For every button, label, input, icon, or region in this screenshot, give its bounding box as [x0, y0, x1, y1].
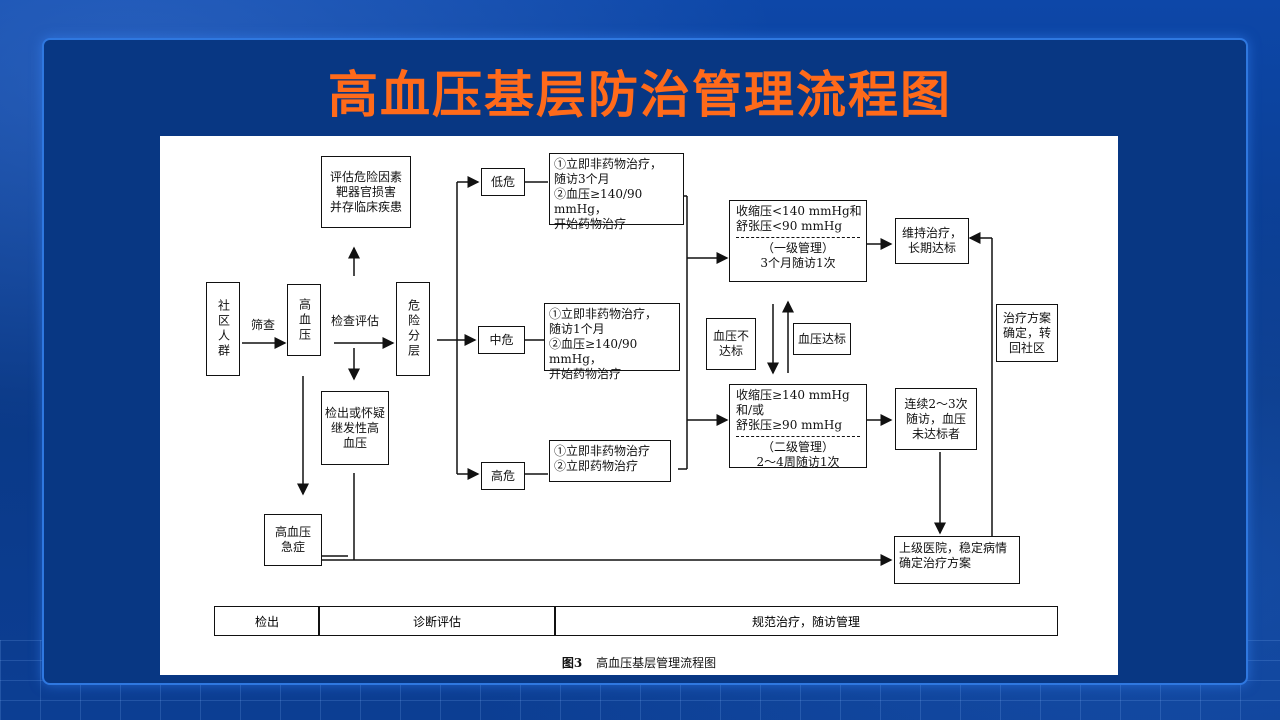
stage-diagnosis: 诊断评估 [318, 606, 556, 636]
node-high-risk: 高危 [481, 462, 525, 490]
node-hypertension: 高血压 [287, 284, 321, 356]
level2-criteria: 收缩压≥140 mmHg和/或 舒张压≥90 mmHg [736, 388, 850, 432]
level1-criteria: 收缩压<140 mmHg和 舒张压<90 mmHg [736, 204, 862, 233]
slide-title: 高血压基层防治管理流程图 [328, 66, 952, 124]
label-screening: 筛查 [251, 318, 276, 332]
flowchart-connectors [242, 176, 993, 566]
node-mid-risk-plan: ①立即非药物治疗， 随访1个月 ②血压≥140/90 mmHg， 开始药物治疗 [544, 303, 680, 381]
level2-followup: （二级管理） 2～4周随访1次 [756, 440, 840, 469]
figure-caption: 图3 高血压基层管理流程图 [160, 654, 1118, 671]
level2-divider [736, 436, 860, 437]
node-referral: 上级医院，稳定病情 确定治疗方案 [894, 536, 1020, 584]
node-community: 社区人群 [206, 282, 240, 376]
flowchart-figure: 社区人群 筛查 高血压 检查评估 评估危险因素 靶器官损害 并存临床疾患 危险分… [160, 136, 1118, 675]
level1-followup: （一级管理） 3个月随访1次 [760, 241, 836, 270]
node-high-risk-plan: ①立即非药物治疗 ②立即药物治疗 [549, 440, 671, 482]
node-back-to-community: 治疗方案 确定，转 回社区 [996, 304, 1058, 362]
caption-text: 高血压基层管理流程图 [596, 656, 717, 670]
node-bp-not-met: 血压不 达标 [706, 318, 756, 370]
node-low-risk: 低危 [481, 168, 525, 196]
stage-treatment: 规范治疗，随访管理 [554, 606, 1058, 636]
node-emergency: 高血压 急症 [264, 514, 322, 566]
caption-number: 图3 [561, 656, 583, 670]
label-exam-evaluation: 检查评估 [331, 314, 380, 328]
node-secondary-hypertension: 检出或怀疑 继发性高 血压 [321, 391, 389, 465]
node-level2-management: 收缩压≥140 mmHg和/或 舒张压≥90 mmHg （二级管理） 2～4周随… [729, 384, 867, 469]
node-evaluate-risk: 评估危险因素 靶器官损害 并存临床疾患 [321, 156, 411, 228]
node-bp-met: 血压达标 [793, 323, 851, 355]
node-uncontrolled: 连续2～3次 随访，血压 未达标者 [895, 388, 977, 450]
level1-divider [736, 237, 860, 238]
node-level1-management: 收缩压<140 mmHg和 舒张压<90 mmHg （一级管理） 3个月随访1次 [729, 200, 867, 282]
node-risk-stratification: 危险分层 [396, 282, 430, 376]
node-maintain-treatment: 维持治疗， 长期达标 [895, 218, 969, 264]
stage-detect: 检出 [214, 606, 320, 636]
node-mid-risk: 中危 [478, 326, 525, 354]
node-low-risk-plan: ①立即非药物治疗， 随访3个月 ②血压≥140/90 mmHg， 开始药物治疗 [549, 153, 684, 231]
